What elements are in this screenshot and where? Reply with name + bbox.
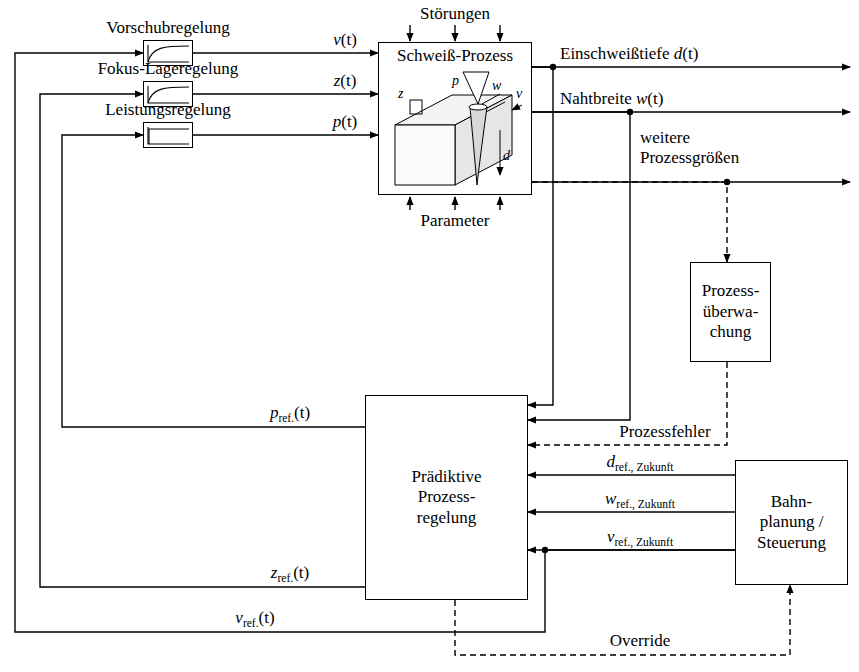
planner-box: Bahn- planung / Steuerung xyxy=(735,460,848,585)
block-text: Bahn- planung / Steuerung xyxy=(740,488,843,557)
signal-line xyxy=(193,52,378,53)
monitor-box: Prozess- überwa- chung xyxy=(690,262,771,362)
signal-label: zref.(t) xyxy=(269,563,311,583)
weld-illustration xyxy=(395,72,522,185)
signal-label: wref., Zukunft xyxy=(603,489,677,509)
signal-line xyxy=(15,53,735,632)
block-heading: Vorschubregelung xyxy=(106,18,229,38)
signal-line xyxy=(528,112,630,420)
block-heading: Fokus-Lageregelung xyxy=(98,59,239,79)
dashed-signal-line xyxy=(532,182,727,262)
process-box: Schweiß-Prozess xyxy=(378,42,532,195)
signal-line xyxy=(193,93,378,94)
signal-label: vref., Zukunft xyxy=(605,527,675,547)
signal-label: vref.(t) xyxy=(233,608,276,628)
controller-box: Prädiktive Prozess- regelung xyxy=(365,395,528,600)
output-label: weitere Prozessgrößen xyxy=(640,128,758,167)
symbol-letter: d xyxy=(503,148,510,164)
parameter-label: Parameter xyxy=(421,211,490,231)
signal-label: v(t) xyxy=(331,30,359,50)
signal-line xyxy=(62,135,365,427)
disturbance-label: Störungen xyxy=(420,4,490,24)
symbol-letter: p xyxy=(452,73,459,89)
signal-label: Prozessfehler xyxy=(617,422,713,442)
signal-label: Override xyxy=(608,631,672,651)
symbol-letter: v xyxy=(516,86,522,102)
block-heading: Leistungsregelung xyxy=(105,100,231,120)
dashed-signal-line xyxy=(528,362,727,445)
signal-line xyxy=(193,134,378,135)
output-label: Einschweißtiefe d(t) xyxy=(560,44,698,64)
signal-line xyxy=(528,474,735,475)
block-text: Schweiß-Prozess xyxy=(379,46,531,66)
signal-label: p(t) xyxy=(331,112,360,132)
symbol-letter: z xyxy=(398,86,403,102)
output-label: Nahtbreite w(t) xyxy=(560,89,663,109)
output-lines xyxy=(532,67,850,182)
block-text: Prozess- überwa- chung xyxy=(691,277,770,346)
signal-label: dref., Zukunft xyxy=(604,452,675,472)
block-text: Prädiktive Prozess- regelung xyxy=(383,463,511,532)
signal-line xyxy=(40,94,365,587)
controller-box: Leistungsregelung xyxy=(143,122,193,148)
signal-label: pref.(t) xyxy=(268,403,312,423)
symbol-letter: w xyxy=(492,78,501,94)
signal-label: z(t) xyxy=(332,71,359,91)
signal-line xyxy=(528,511,735,512)
